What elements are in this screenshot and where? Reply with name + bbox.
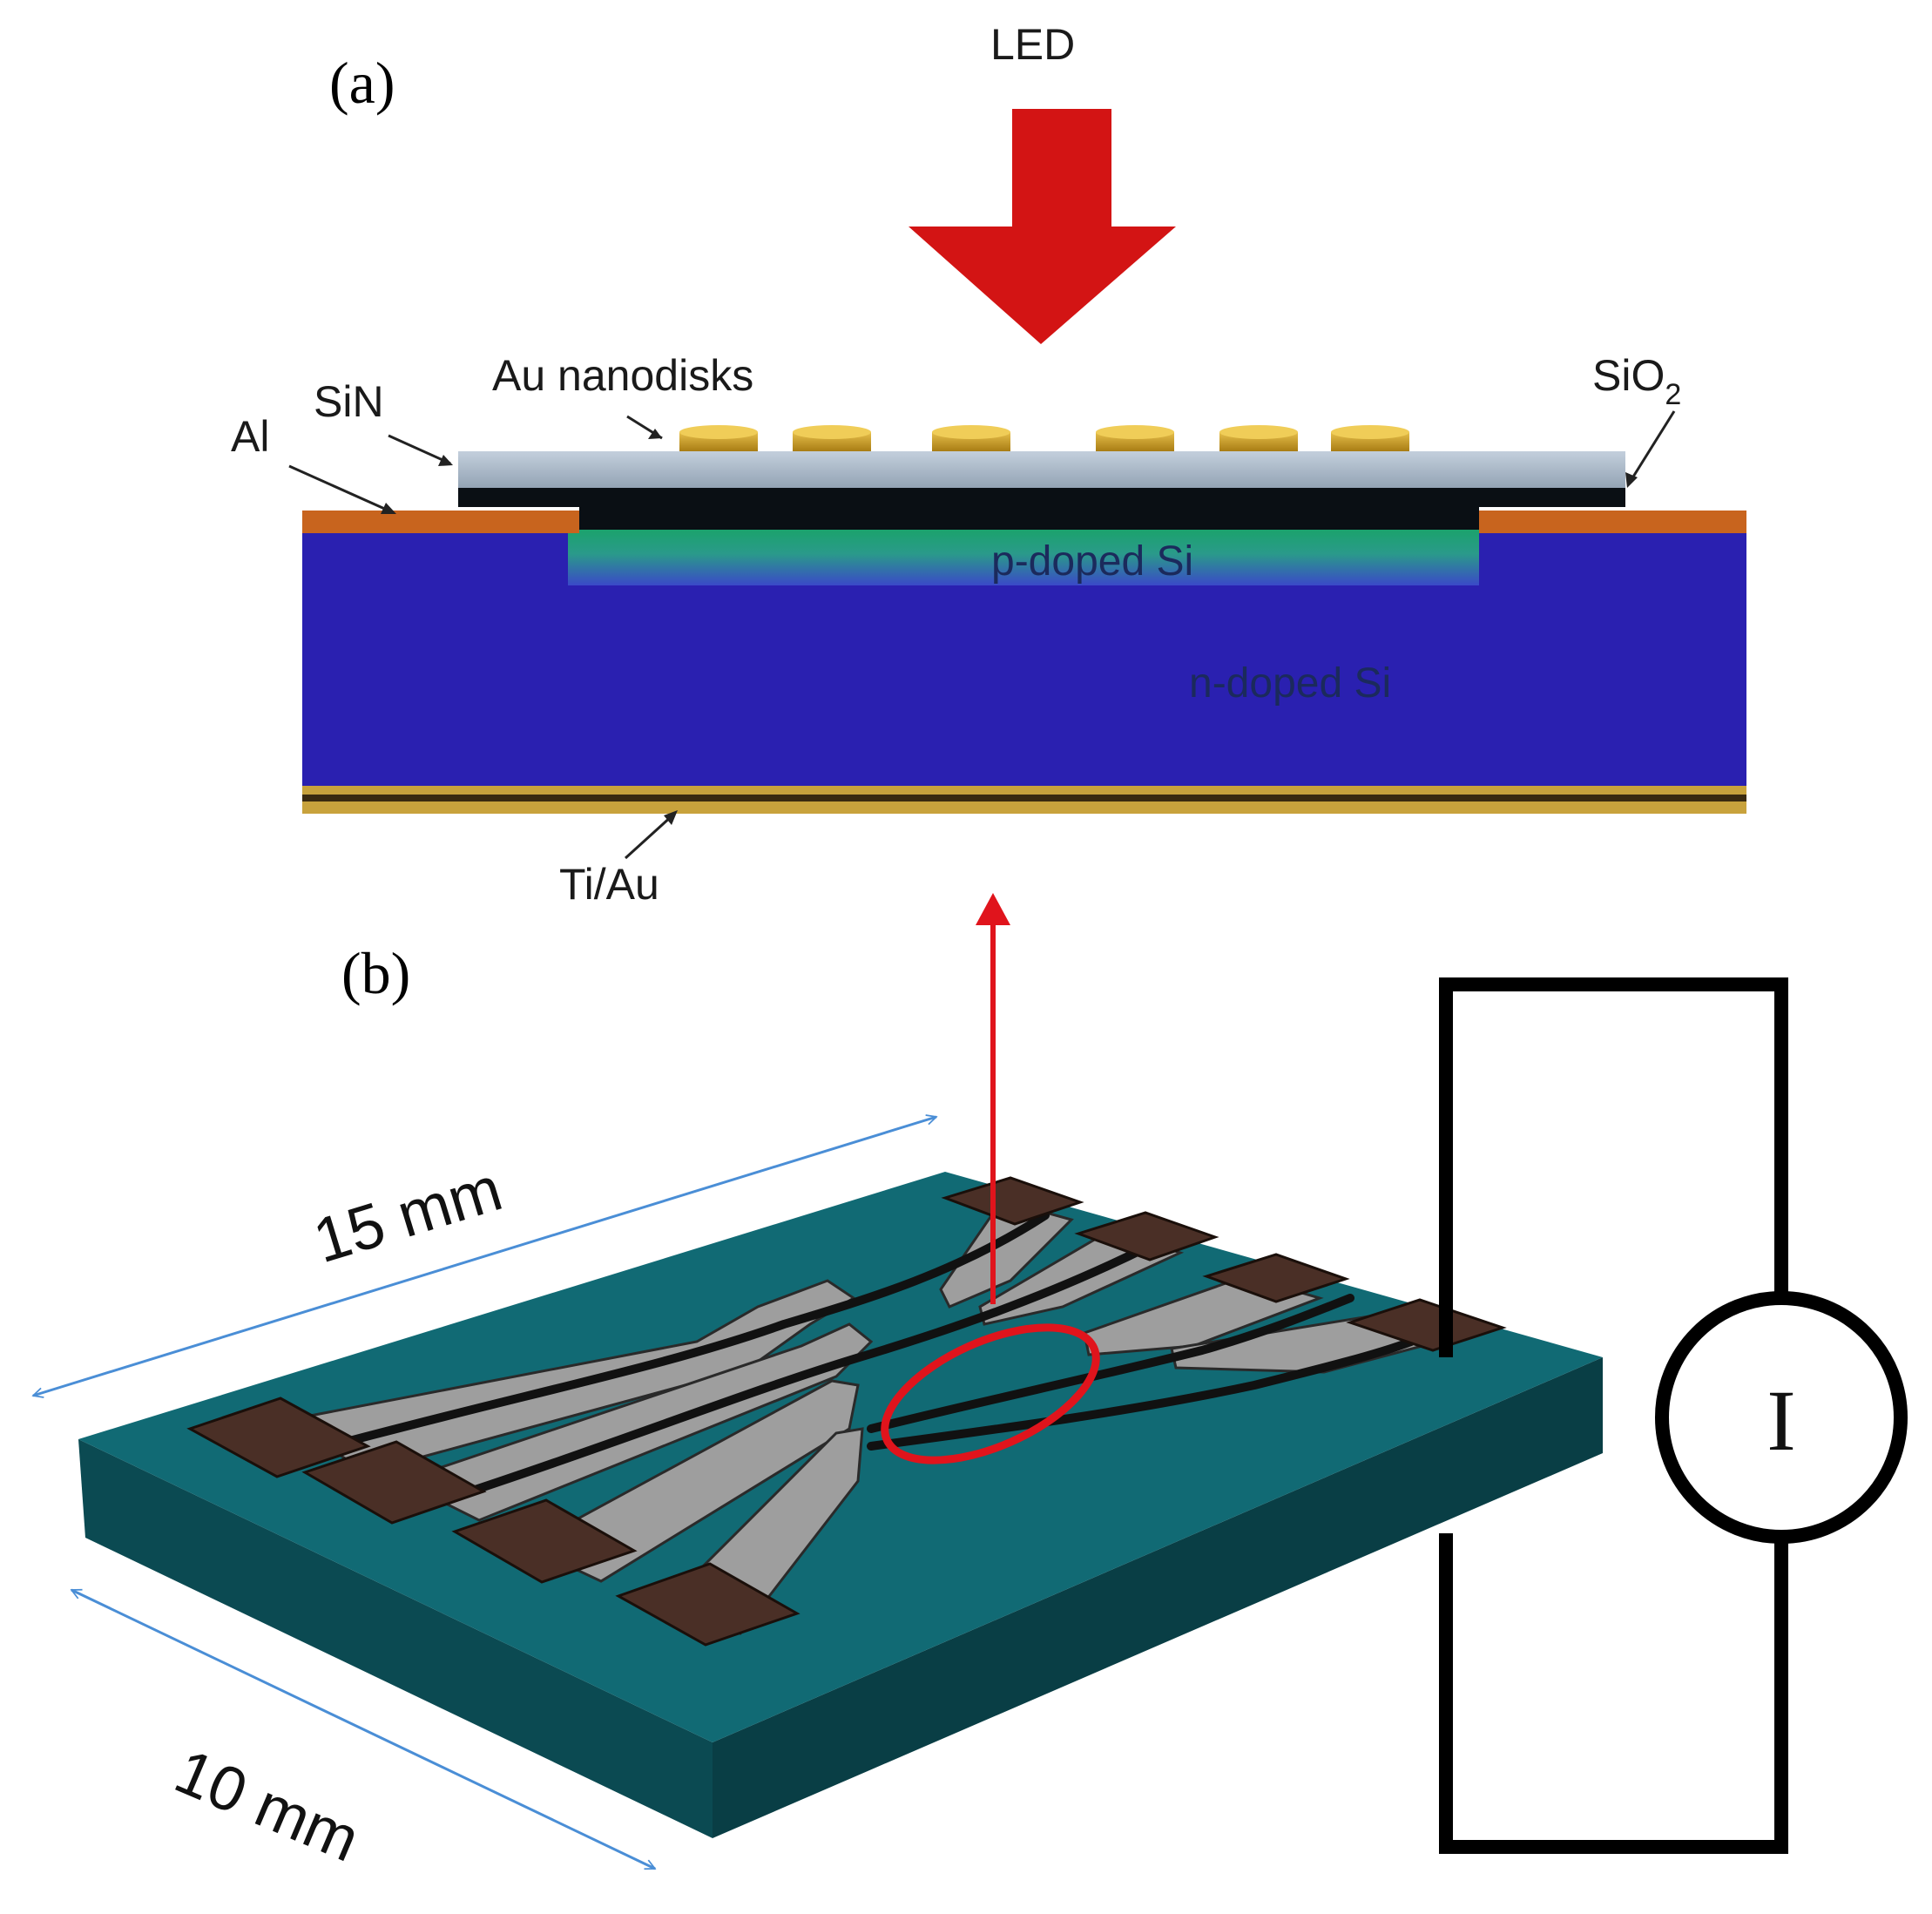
ti-au-layer [302,786,1746,795]
sin-label: SiN [314,377,384,426]
al-pointer [288,464,389,512]
au-nanodisks-label: Au nanodisks [492,351,753,400]
active-region-highlight [881,1323,1100,1464]
sin-pointer [388,434,451,465]
nanodisk [793,425,871,451]
p-doped-si-label: p-doped Si [991,538,1193,585]
led-label: LED [990,20,1075,69]
led-light-arrow [909,109,1176,344]
feed-line [867,1337,1415,1451]
feed-lines [309,1211,1415,1507]
panel-b: (b) [33,893,1908,1876]
sio2-layer [458,486,1625,530]
contact-pad [1202,1253,1350,1303]
panel-a: (a) LED [231,20,1746,909]
panel-a-letter: (a) [329,50,395,116]
p-doped-si-layer [568,528,1479,585]
emission-arrow-head [976,893,1010,925]
sio2-label: SiO2 [1592,351,1681,411]
nanodisk [679,425,758,451]
sin-layer [458,451,1625,488]
ammeter-symbol: I [1766,1372,1795,1469]
dim-width-label: 10 mm [166,1736,369,1876]
al-label: Al [231,412,269,461]
dim-arrow-length [33,1117,936,1396]
dim-arrow-width [71,1588,655,1870]
electrode-trace [939,1199,1074,1309]
sio2-pointer [1629,410,1676,482]
circuit-wire-top [1439,977,1788,1357]
ammeter-circuit [1439,977,1908,1854]
ti-au-label: Ti/Au [559,860,659,909]
contact-pad [615,1562,800,1647]
circuit-wire-bottom [1439,1533,1788,1854]
chip-right-face [713,1357,1603,1838]
contact-pad [301,1440,487,1525]
contact-pad [186,1397,371,1478]
nanodisk [1096,425,1174,451]
nanodisk [1219,425,1298,451]
contact-pad [451,1498,638,1584]
contact-pad [1346,1298,1507,1352]
n-doped-si-label: n-doped Si [1189,660,1391,707]
nanodisk [932,425,1010,451]
electrode-trace [524,1379,860,1583]
nanodisk [1331,425,1409,451]
contact-pad [1074,1211,1219,1261]
contact-pads [186,1176,1507,1647]
ammeter-circle [1655,1291,1908,1544]
ti-au-pointer [624,814,674,860]
feed-line [867,1294,1354,1433]
al-contact-right [1479,511,1746,533]
panel-b-letter: (b) [341,940,410,1006]
al-contact-left [302,511,579,533]
au-nanodisks [679,425,1409,451]
